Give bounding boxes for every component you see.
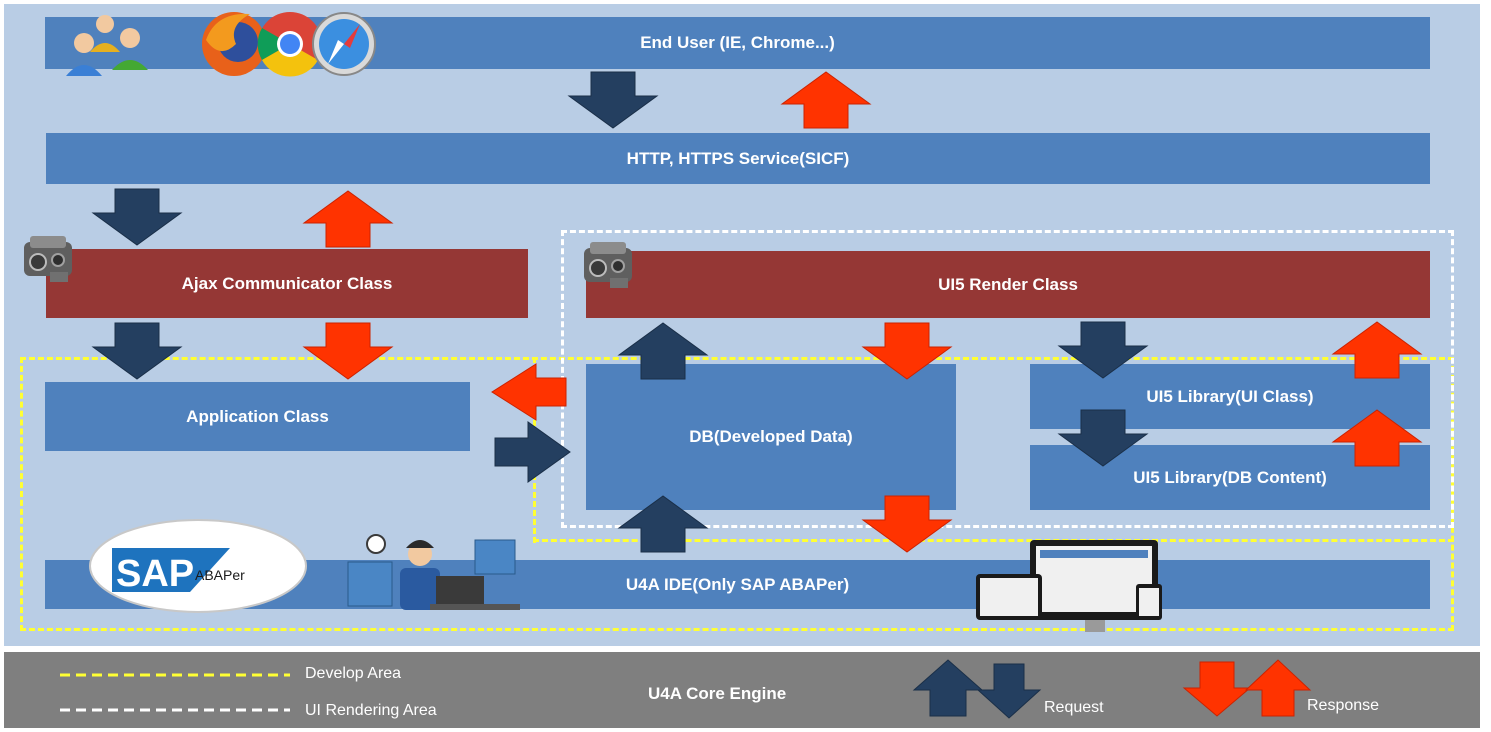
ajax-communicator-label: Ajax Communicator Class (181, 273, 393, 293)
developer-illustration-icon (347, 534, 520, 610)
ui5-library-ui-label: UI5 Library(UI Class) (1146, 386, 1314, 406)
response-arrow-db-to-app (491, 363, 567, 421)
sap-logo: SAP ABAPer (89, 519, 307, 613)
http-service-label: HTTP, HTTPS Service(SICF) (626, 148, 850, 168)
sap-logo-text: SAP (116, 553, 194, 595)
ui5-library-db-label: UI5 Library(DB Content) (1133, 467, 1327, 487)
application-class-box: Application Class (45, 382, 470, 451)
sap-logo-subtext: ABAPer (195, 567, 245, 583)
ide-label: U4A IDE(Only SAP ABAPer) (625, 574, 850, 594)
request-arrow-app-to-db (494, 421, 571, 483)
users-icon (66, 15, 148, 76)
response-legend-up-arrow (1244, 659, 1312, 717)
request-legend-down-arrow (976, 663, 1042, 719)
ui5-render-label: UI5 Render Class (938, 274, 1078, 294)
devices-illustration-icon (976, 540, 1162, 632)
ajax-communicator-class-bar: Ajax Communicator Class (46, 249, 528, 318)
core-engine-legend-label: U4A Core Engine (648, 684, 787, 703)
end-user-label: End User (IE, Chrome...) (640, 33, 835, 52)
browser-icons (202, 12, 376, 77)
http-service-bar: HTTP, HTTPS Service(SICF) (46, 133, 1430, 184)
request-legend-up-arrow (912, 659, 984, 717)
develop-area-legend-label: Develop Area (305, 665, 402, 682)
request-legend-label: Request (1044, 699, 1104, 716)
db-label: DB(Developed Data) (689, 427, 853, 446)
develop-area-border-mid (533, 539, 1454, 544)
response-legend-down-arrow (1182, 661, 1252, 717)
db-box: DB(Developed Data) (586, 364, 956, 510)
application-class-label: Application Class (186, 406, 329, 426)
ui-rendering-area-legend-label: UI Rendering Area (305, 702, 437, 719)
response-legend-label: Response (1307, 697, 1380, 714)
ui5-render-class-bar: UI5 Render Class (586, 251, 1430, 318)
